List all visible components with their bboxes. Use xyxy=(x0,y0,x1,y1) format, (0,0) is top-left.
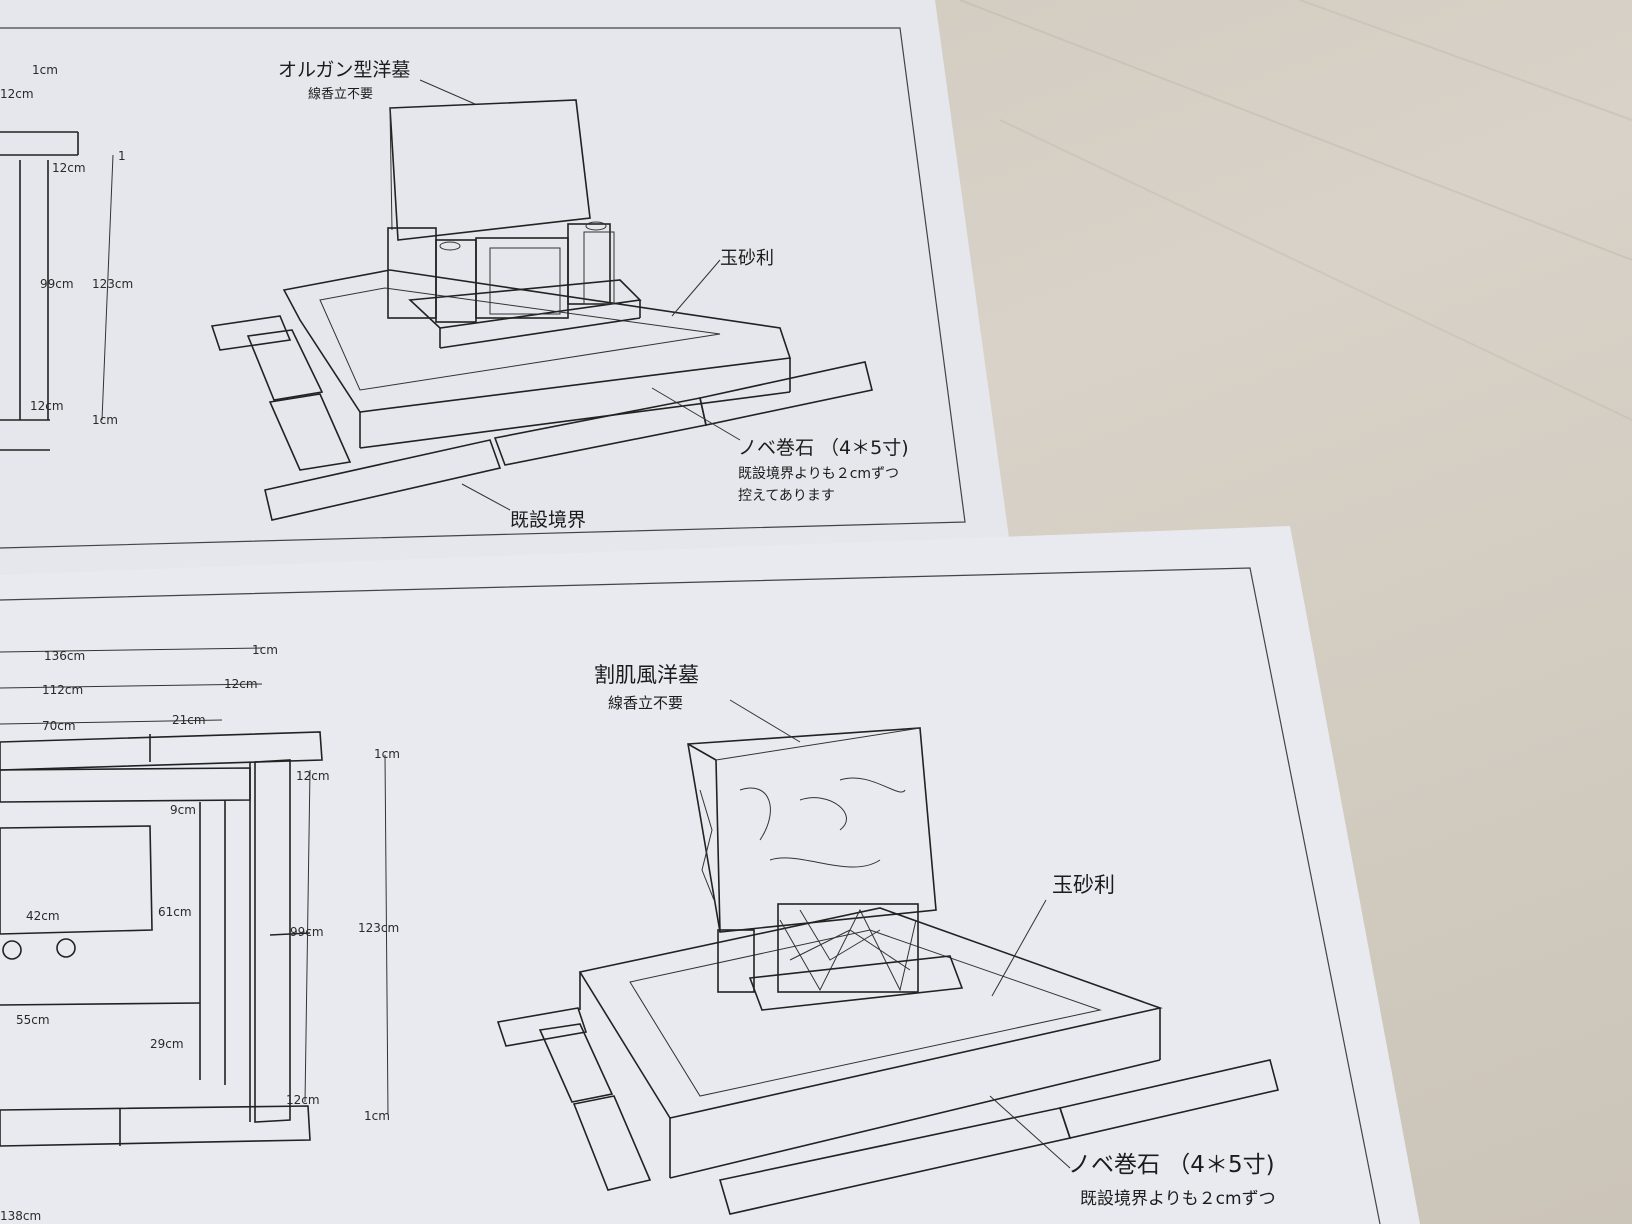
bottom-dim-7: 1cm xyxy=(374,747,400,761)
bottom-dim-14: 55cm xyxy=(16,1013,50,1027)
top-gravel-label: 玉砂利 xyxy=(720,248,774,269)
bottom-curb-note-1: 既設境界よりも２cmずつ xyxy=(1080,1189,1276,1209)
bottom-gravel-label: 玉砂利 xyxy=(1052,873,1115,897)
top-boundary-label: 既設境界 xyxy=(510,509,586,531)
top-curb-note-1: 既設境界よりも２cmずつ xyxy=(738,466,899,482)
bottom-drawing-sheet: 136cm 1cm 112cm 12cm 70cm 21cm 1cm 12cm … xyxy=(0,526,1420,1224)
top-dim-3: 12cm xyxy=(52,161,86,175)
top-curb-leader xyxy=(651,387,741,441)
bottom-dim-1: 136cm xyxy=(44,649,85,663)
organ-grave-illustration xyxy=(210,99,873,521)
bottom-dim-11: 61cm xyxy=(158,905,192,919)
top-curb-label: ノベ巻石 （4＊5寸) xyxy=(738,437,909,459)
top-title: オルガン型洋墓 xyxy=(278,59,410,81)
top-gravel-leader xyxy=(671,259,721,317)
top-drawing-sheet: 12cm 1cm 12cm 99cm 123cm 12cm 1cm 1 xyxy=(0,0,1010,575)
top-dim-7: 1cm xyxy=(92,413,118,427)
top-dim-5: 123cm xyxy=(92,277,133,291)
bottom-dim-10: 42cm xyxy=(26,909,60,923)
bottom-dim-9: 9cm xyxy=(170,803,196,817)
bottom-dim-12: 99cm xyxy=(290,925,324,939)
bottom-dim-17: 1cm xyxy=(364,1109,390,1123)
bottom-dim-13: 123cm xyxy=(358,921,399,935)
split-face-grave-illustration xyxy=(496,727,1279,1215)
top-dim-top-1: 1 xyxy=(118,149,126,163)
top-boundary-leader xyxy=(461,483,511,511)
top-dim-4: 99cm xyxy=(40,277,74,291)
top-curb-note-2: 控えてあります xyxy=(738,488,835,504)
bottom-dim-8: 12cm xyxy=(296,769,330,783)
bottom-elevation-view xyxy=(0,647,389,1147)
bottom-subtitle: 線香立不要 xyxy=(608,694,683,712)
bottom-dim-18: 138cm xyxy=(0,1209,41,1223)
bottom-gravel-leader xyxy=(991,899,1047,997)
bottom-title: 割肌風洋墓 xyxy=(594,663,699,687)
bottom-dim-2: 1cm xyxy=(252,643,278,657)
wood-table-background xyxy=(959,0,1632,421)
top-title-leader xyxy=(419,79,476,105)
top-dim-6: 12cm xyxy=(30,399,64,413)
bottom-title-leader xyxy=(729,699,801,743)
top-dim-2: 1cm xyxy=(32,63,58,77)
bottom-dim-15: 29cm xyxy=(150,1037,184,1051)
bottom-dim-5: 70cm xyxy=(42,719,76,733)
top-subtitle: 線香立不要 xyxy=(308,86,373,102)
bottom-dim-16: 12cm xyxy=(286,1093,320,1107)
bottom-dim-4: 12cm xyxy=(224,677,258,691)
bottom-dim-6: 21cm xyxy=(172,713,206,727)
top-elevation-view xyxy=(0,131,114,451)
bottom-curb-leader xyxy=(989,1095,1071,1169)
top-dim-1: 12cm xyxy=(0,87,34,101)
bottom-dim-3: 112cm xyxy=(42,683,83,697)
bottom-curb-label: ノベ巻石 （4＊5寸) xyxy=(1068,1152,1275,1178)
